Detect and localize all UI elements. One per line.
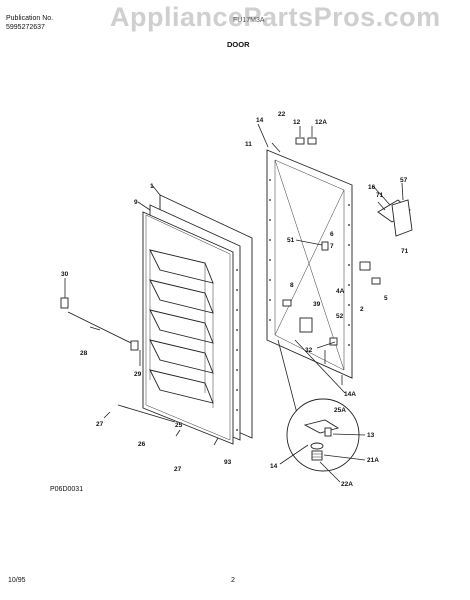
callout-12: 12 bbox=[293, 119, 301, 126]
callout-8: 8 bbox=[290, 282, 294, 289]
callout-13: 13 bbox=[367, 432, 375, 439]
inner-door-panel bbox=[142, 194, 253, 445]
callout-25a: 25A bbox=[334, 407, 346, 414]
callout-12a: 12A bbox=[315, 119, 327, 126]
handle-bar-left bbox=[60, 297, 139, 351]
callout-labels: 22 14 12 12A 11 1 9 16 57 71 71 51 6 7 8… bbox=[61, 111, 409, 488]
page-title: DOOR bbox=[227, 40, 250, 49]
hinge-assembly bbox=[295, 137, 413, 285]
figure-code: P06D0031 bbox=[50, 486, 84, 493]
callout-51: 51 bbox=[287, 237, 295, 244]
bottom-hardware bbox=[103, 404, 219, 446]
callout-7: 7 bbox=[330, 243, 334, 250]
callout-25: 25 bbox=[175, 422, 183, 429]
callout-28: 28 bbox=[80, 350, 88, 357]
callout-39: 39 bbox=[313, 301, 321, 308]
callout-32: 32 bbox=[305, 347, 313, 354]
callout-1: 1 bbox=[150, 183, 154, 190]
callout-14b: 14 bbox=[270, 463, 278, 470]
callout-27b: 27 bbox=[174, 466, 182, 473]
callout-6: 6 bbox=[330, 231, 334, 238]
callout-16: 16 bbox=[368, 184, 376, 191]
callout-26: 26 bbox=[138, 441, 146, 448]
footer-date: 10/95 bbox=[8, 577, 26, 584]
watermark: AppliancePartsPros.com bbox=[110, 2, 441, 32]
outer-door-frame bbox=[266, 149, 353, 379]
callout-4a: 4A bbox=[336, 288, 345, 295]
callout-2: 2 bbox=[360, 306, 364, 313]
callout-71a: 71 bbox=[376, 192, 384, 199]
page-number: 2 bbox=[231, 577, 235, 584]
detail-zoom-circle bbox=[286, 398, 360, 472]
publication-label: Publication No. bbox=[6, 15, 54, 22]
callout-11: 11 bbox=[245, 141, 252, 148]
callout-27a: 27 bbox=[96, 421, 104, 428]
callout-52: 52 bbox=[336, 313, 344, 320]
callout-22a: 22A bbox=[341, 481, 353, 488]
callout-57: 57 bbox=[400, 177, 408, 184]
callout-5: 5 bbox=[384, 295, 388, 302]
callout-22: 22 bbox=[278, 111, 286, 118]
callout-29: 29 bbox=[134, 371, 142, 378]
callout-30: 30 bbox=[61, 271, 69, 278]
callout-71b: 71 bbox=[401, 248, 409, 255]
callout-14a: 14A bbox=[344, 391, 356, 398]
model-number: FU17M3A bbox=[233, 17, 265, 24]
callout-9: 9 bbox=[134, 199, 138, 206]
publication-number: 5995272637 bbox=[6, 24, 45, 31]
callout-21a: 21A bbox=[367, 457, 379, 464]
callout-14: 14 bbox=[256, 117, 264, 124]
callout-93: 93 bbox=[224, 459, 232, 466]
